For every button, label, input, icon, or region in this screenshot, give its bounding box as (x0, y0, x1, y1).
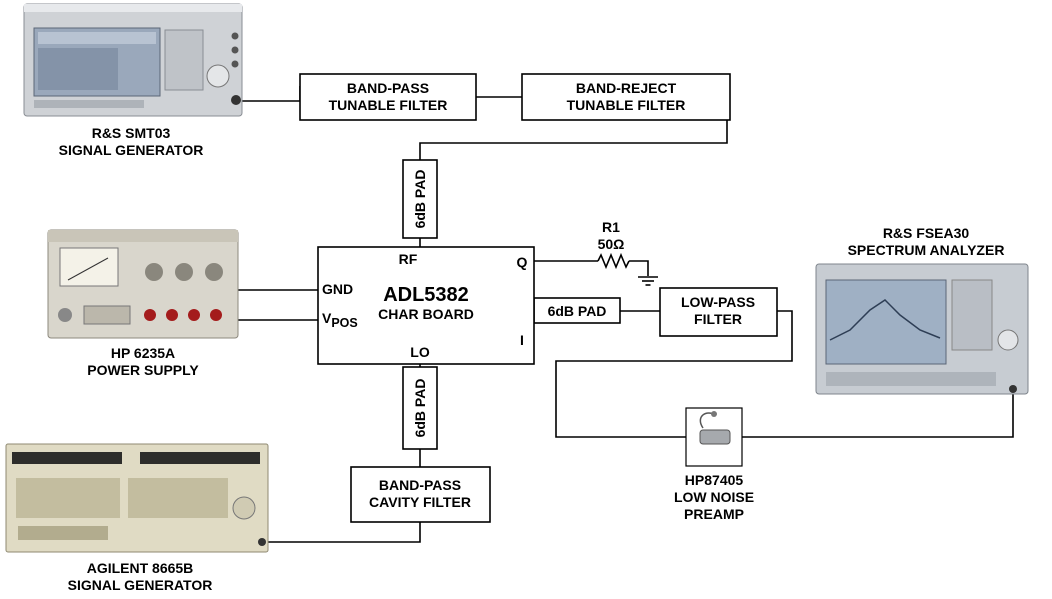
preamp-line1: HP87405 (685, 472, 744, 488)
hp6235a-power-supply-picture (48, 230, 238, 338)
pin-q-label: Q (517, 254, 528, 270)
smt03-line1: R&S SMT03 (92, 125, 171, 141)
pin-lo-label: LO (410, 344, 430, 360)
bandpass-tunable-line1: BAND-PASS (347, 80, 429, 96)
lo-6db-pad: 6dB PAD (403, 367, 437, 449)
agilent-line2: SIGNAL GENERATOR (68, 577, 213, 593)
agilent-line1: AGILENT 8665B (87, 560, 194, 576)
smt03-signal-generator-picture (24, 4, 242, 116)
board-title: ADL5382 (383, 284, 469, 306)
rf-pad-label: 6dB PAD (412, 170, 428, 229)
wire-cavity-to-agilent (262, 522, 420, 542)
bandpass-tunable-line2: TUNABLE FILTER (329, 97, 448, 113)
i-pad-label: 6dB PAD (548, 303, 607, 319)
bandreject-tunable-line1: BAND-REJECT (576, 80, 677, 96)
fsea30-line1: R&S FSEA30 (883, 225, 970, 241)
resistor-r1-symbol (598, 255, 629, 267)
bandreject-tunable-line2: TUNABLE FILTER (567, 97, 686, 113)
bandreject-tunable-filter: BAND-REJECT TUNABLE FILTER (522, 74, 730, 120)
pin-gnd-label: GND (322, 281, 353, 297)
preamp-line2: LOW NOISE (674, 489, 754, 505)
bandpass-cavity-line1: BAND-PASS (379, 477, 461, 493)
wire-r1-to-ground (629, 261, 648, 276)
board-subtitle: CHAR BOARD (378, 306, 474, 322)
bandpass-cavity-line2: CAVITY FILTER (369, 494, 471, 510)
bandpass-cavity-filter: BAND-PASS CAVITY FILTER (351, 467, 490, 522)
resistor-value: 50Ω (598, 236, 625, 252)
fsea30-line2: SPECTRUM ANALYZER (848, 242, 1005, 258)
pin-rf-label: RF (399, 251, 418, 267)
i-6db-pad: 6dB PAD (534, 298, 620, 323)
bandpass-tunable-filter: BAND-PASS TUNABLE FILTER (300, 74, 476, 120)
lowpass-filter: LOW-PASS FILTER (660, 288, 777, 336)
rf-6db-pad: 6dB PAD (403, 160, 437, 238)
wire-bandreject-to-rf-pad (420, 120, 727, 160)
smt03-line2: SIGNAL GENERATOR (59, 142, 204, 158)
hp87405-preamp-picture (686, 408, 742, 466)
resistor-name: R1 (602, 219, 620, 235)
lo-pad-label: 6dB PAD (412, 379, 428, 438)
hp6235a-line1: HP 6235A (111, 345, 175, 361)
hp6235a-line2: POWER SUPPLY (87, 362, 199, 378)
lowpass-line2: FILTER (694, 311, 742, 327)
pin-i-label: I (520, 332, 524, 348)
preamp-line3: PREAMP (684, 506, 744, 522)
adl5382-char-board: RF Q GND VPOS ADL5382 CHAR BOARD I LO (318, 247, 534, 364)
fsea30-spectrum-analyzer-picture (816, 264, 1028, 394)
wire-preamp-to-analyzer (742, 392, 1013, 437)
agilent-8665b-signal-generator-picture (6, 444, 268, 552)
lowpass-line1: LOW-PASS (681, 294, 755, 310)
wire-smt03-to-bandpass (240, 86, 300, 101)
pin-vpos-sub: POS (331, 316, 357, 330)
